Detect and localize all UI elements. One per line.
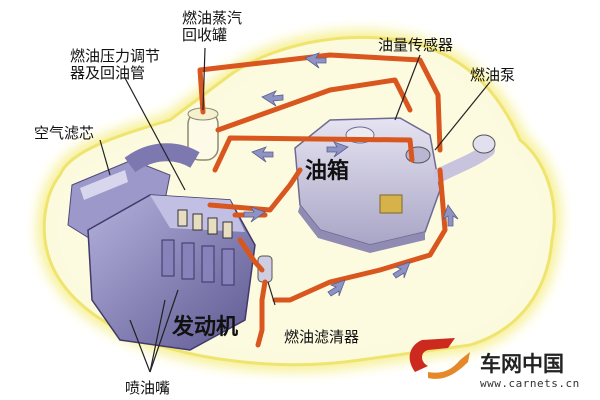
label-injector: 喷油嘴 [125, 379, 171, 397]
label-engine: 发动机 [172, 315, 239, 340]
fuel-lines [197, 52, 448, 348]
label-fuel-level-sensor: 油量传感器 [378, 36, 454, 54]
fuel-pump [405, 134, 496, 182]
label-fuel-filter: 燃油滤清器 [284, 328, 360, 346]
leader-lines [99, 47, 491, 373]
label-air-filter: 空气滤芯 [34, 124, 95, 142]
label-pressure-regulator-line2: 器及回油管 [70, 64, 146, 82]
label-fuel-tank: 油箱 [305, 159, 350, 184]
watermark-brand: 车网中国 [480, 352, 564, 376]
label-vapor-canister-line2: 回收罐 [182, 26, 228, 44]
label-fuel-pump: 燃油泵 [470, 66, 516, 84]
label-vapor-canister-line1: 燃油蒸汽 [182, 9, 243, 27]
flow-arrows [243, 52, 459, 297]
engine-block [87, 194, 256, 351]
label-vapor-canister: 燃油蒸汽 回收罐 [182, 10, 242, 44]
label-pressure-regulator: 燃油压力调节 器及回油管 [70, 48, 160, 82]
label-pressure-regulator-line1: 燃油压力调节 [70, 47, 161, 65]
watermark-url: www.carnets.cn [480, 377, 580, 390]
brand-logo-icon [409, 338, 470, 379]
